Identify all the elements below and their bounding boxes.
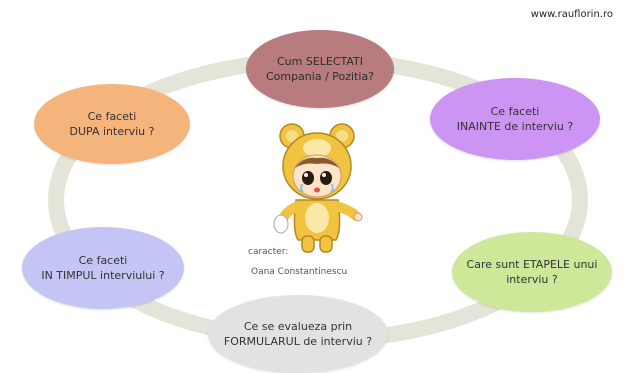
node-after-interview: Ce faceti DUPA interviu ? [34,84,190,164]
node-interview-stages: Care sunt ETAPELE unui interviu ? [452,232,612,312]
node-during-interview-line1: Ce faceti [78,254,128,267]
node-select-company-line1: Cum SELECTATI [276,55,364,68]
node-interview-form-line1: Ce se evalueza prin [243,320,353,333]
node-before-interview-line2: INAINTE de interviu ? [456,120,574,133]
node-during-interview-line2: IN TIMPUL interviului ? [41,269,165,282]
node-during-interview: Ce faceti IN TIMPUL interviului ? [22,227,184,309]
credit-label: caracter: [248,247,289,257]
node-after-interview-line2: DUPA interviu ? [69,125,155,138]
website-url: www.rauflorin.ro [530,9,613,20]
node-interview-form-line2: FORMULARUL de interviu ? [223,335,373,348]
bear-character-illustration [273,123,363,253]
node-interview-stages-line2: interviu ? [506,273,558,286]
node-select-company: Cum SELECTATI Compania / Pozitia? [246,30,394,108]
node-interview-stages-line1: Care sunt ETAPELE unui [466,258,598,271]
node-select-company-line2: Compania / Pozitia? [265,70,375,83]
node-before-interview: Ce faceti INAINTE de interviu ? [430,78,600,160]
node-interview-form: Ce se evalueza prin FORMULARUL de interv… [208,295,388,373]
node-after-interview-line1: Ce faceti [87,110,137,123]
node-before-interview-line1: Ce faceti [490,105,540,118]
credit-name: Oana Constantinescu [251,267,348,277]
